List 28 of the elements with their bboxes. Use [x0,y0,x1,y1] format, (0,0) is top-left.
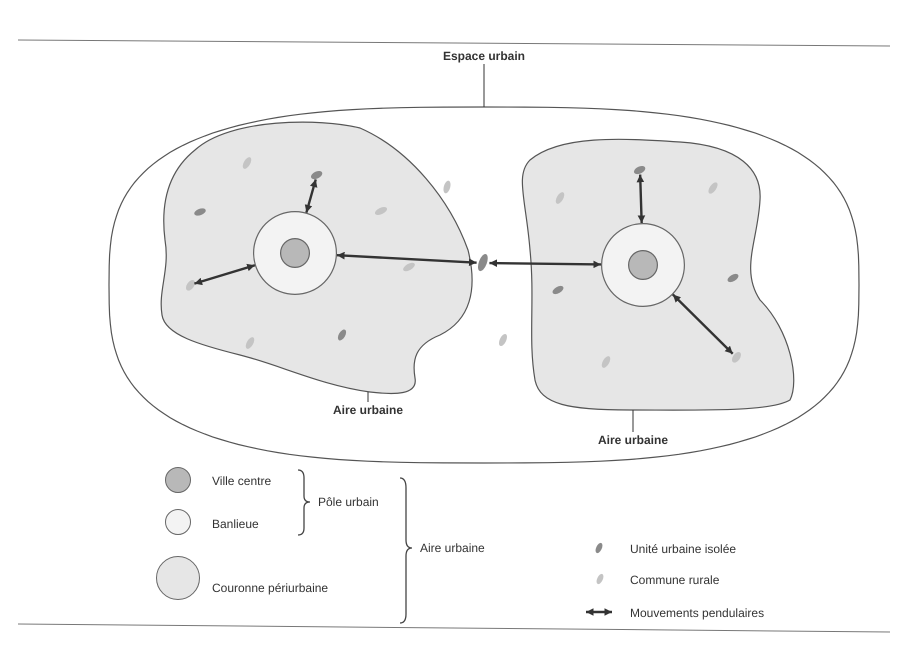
suburb-ring [601,223,685,307]
area-label: Aire urbaine [323,402,413,418]
legend-label: Banlieue [212,516,259,532]
oval-outline [109,107,859,463]
legend-label: Unité urbaine isolée [630,541,736,557]
dot-mark [732,352,740,362]
legend-label: Mouvements pendulaires [630,605,764,621]
legend-label: Couronne périurbaine [212,580,328,596]
double-arrow [336,252,477,266]
double-arrow [304,179,318,213]
area-label: Aire urbaine [588,432,678,448]
leader-line [632,410,634,432]
brace-label: Aire urbaine [420,540,485,556]
legend-label: Commune rurale [630,572,720,588]
dot-mark [311,170,323,180]
double-arrow [489,259,602,268]
city-centre-circle [628,250,658,280]
brace-label: Pôle urbain [318,494,379,510]
double-arrow [636,174,646,224]
city-centre-circle [280,238,310,268]
double-arrow [194,264,256,286]
suburb-ring [253,211,337,295]
dot-mark [186,280,194,290]
legend-label: Ville centre [212,473,272,489]
area-label: Espace urbain [424,48,544,64]
dot-mark [634,166,646,174]
double-arrow [672,294,734,355]
dot-mark [478,254,488,272]
